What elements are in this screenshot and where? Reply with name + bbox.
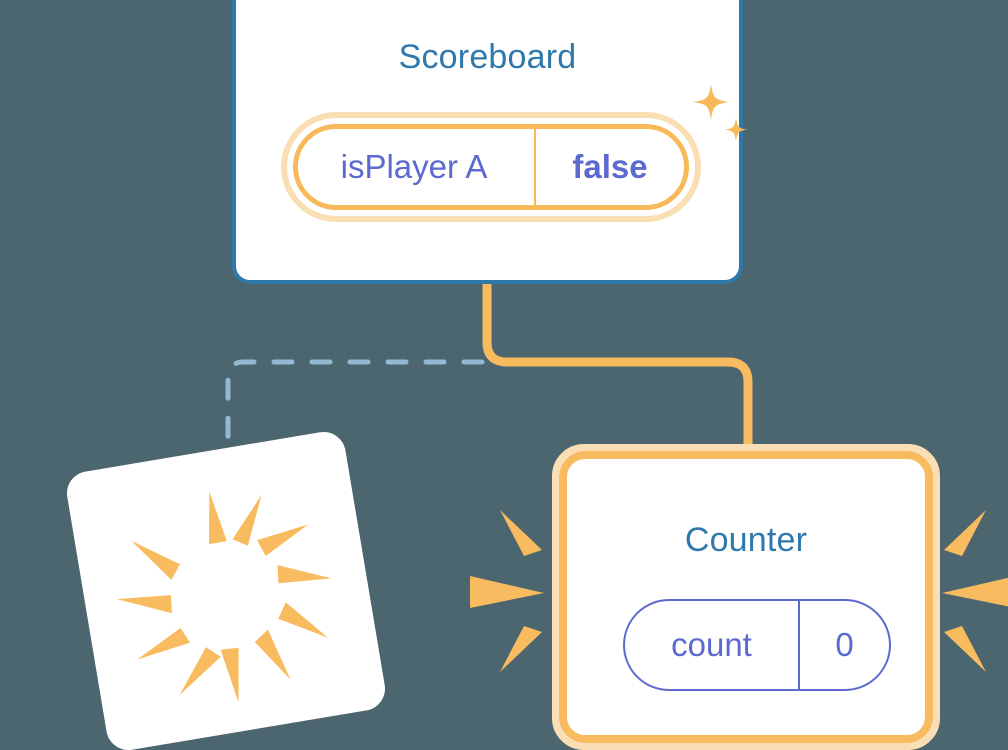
scoreboard-state-pill-glow: isPlayer A false — [281, 112, 701, 222]
blank-card[interactable] — [63, 428, 389, 750]
scoreboard-title: Scoreboard — [398, 38, 577, 76]
counter-state-value: 0 — [835, 626, 854, 663]
counter-burst-left-icon — [470, 510, 544, 672]
blank-card-burst-icon — [116, 491, 332, 703]
scoreboard-state-pill-ring: isPlayer A false — [293, 124, 689, 210]
counter-card-highlight-ring: Counter count 0 — [559, 451, 933, 743]
counter-burst-right-icon — [942, 510, 1008, 672]
scoreboard-state-value: false — [572, 148, 648, 185]
scoreboard-state-pill[interactable]: isPlayer A false — [281, 112, 701, 222]
sparkle-small-icon — [725, 118, 747, 141]
counter-state-pill[interactable]: count 0 — [623, 599, 891, 691]
sparkle-icon — [693, 84, 729, 120]
sparkle-group — [693, 84, 747, 141]
scoreboard-state-key: isPlayer A — [298, 129, 536, 205]
counter-card[interactable]: Counter count 0 — [552, 444, 940, 750]
counter-state-key: count — [625, 601, 800, 689]
scoreboard-card[interactable]: Scoreboard isPlayer A false — [232, 0, 747, 284]
counter-title: Counter — [684, 521, 808, 559]
connector-solid-scoreboard-to-counter — [482, 283, 753, 458]
